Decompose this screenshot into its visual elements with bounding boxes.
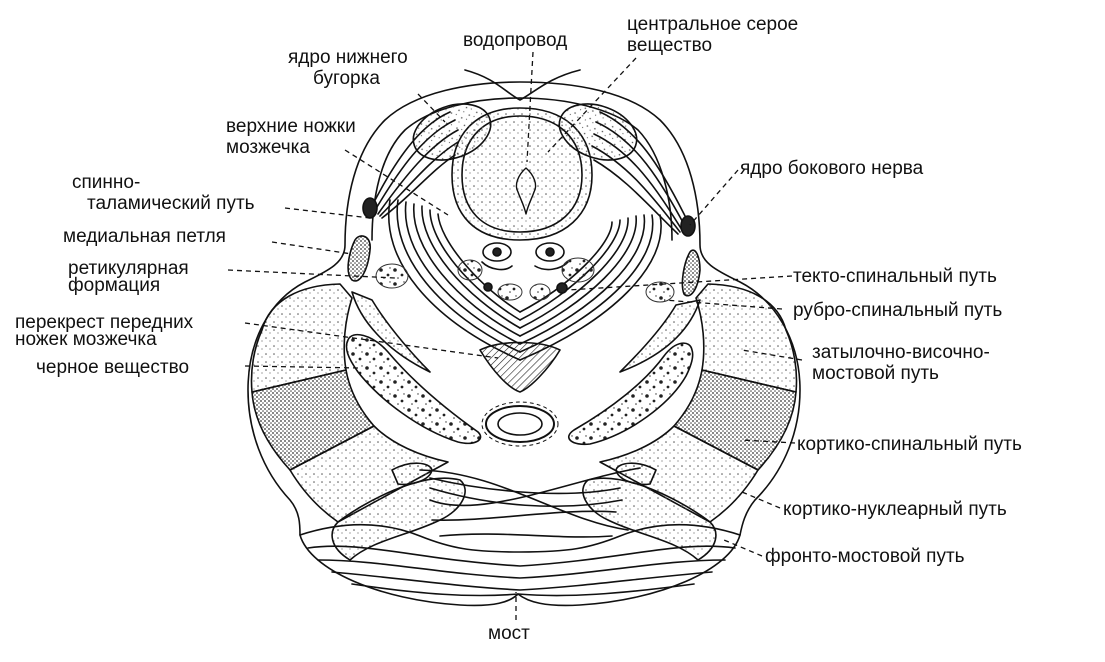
label-frontopontine-text: фронто-мостовой путь (765, 546, 965, 567)
label-decussation-line1: перекрест передних (15, 312, 194, 333)
label-inferior-colliculus-nucleus: ядро нижнего бугорка (288, 47, 408, 89)
substantia-nigra-left (345, 333, 482, 445)
label-aqueduct-text: водопровод (463, 30, 568, 51)
medial-lemniscus-left (347, 235, 371, 282)
peduncle-decussation (479, 341, 561, 393)
medial-lemniscus-right (681, 249, 701, 297)
label-medial-lemniscus-text: медиальная петля (63, 226, 226, 247)
label-tectospinal-text: текто-спинальный путь (793, 266, 997, 287)
label-frontopontine-tract: фронто-мостовой путь (765, 546, 965, 567)
pons-outline (299, 523, 741, 553)
occipitotemporal-right (695, 283, 798, 393)
label-corticonuclear-tract: кортико-нуклеарный путь (783, 499, 1007, 520)
lateral-nerve-nucleus-left (362, 197, 378, 219)
label-superior-cerebellar-peduncles: верхние ножки мозжечка (226, 116, 356, 158)
label-corticonuclear-text: кортико-нуклеарный путь (783, 499, 1007, 520)
label-medial-lemniscus: медиальная петля (63, 226, 226, 247)
substantia-nigra-right (568, 342, 694, 446)
label-reticular-line1: ретикулярная (68, 258, 189, 279)
occipitotemporal-left (250, 283, 353, 393)
label-occipitotemporal-pontine-tract: затылочно-височно- мостовой путь (812, 342, 990, 384)
label-central-gray-line1: центральное серое (627, 14, 799, 35)
label-occipitotemporal-line2: мостовой путь (812, 363, 939, 384)
label-decussation-line2: ножек мозжечка (15, 329, 157, 350)
corticonuclear-right (599, 425, 759, 523)
label-spinothalamic-line1: спинно- (72, 172, 141, 193)
label-pons: мост (488, 623, 530, 644)
lateral-nerve-nucleus-right (680, 215, 696, 237)
label-central-gray: центральное серое вещество (627, 14, 798, 56)
aqueduct-lumen (515, 167, 537, 215)
corticonuclear-left (289, 425, 449, 523)
label-corticospinal-tract: кортико-спинальный путь (797, 434, 1022, 455)
label-rubrospinal-text: рубро-спинальный путь (793, 300, 1003, 321)
label-reticular-formation: ретикулярная формация (68, 258, 189, 296)
label-inferior-colliculus-line2: бугорка (313, 68, 380, 89)
label-inferior-colliculus-line1: ядро нижнего (288, 47, 408, 68)
label-superior-peduncles-line1: верхние ножки (226, 116, 356, 137)
label-lateral-nerve-nucleus: ядро бокового нерва (740, 158, 923, 179)
label-occipitotemporal-line1: затылочно-височно- (812, 342, 990, 363)
inferior-colliculus-right (558, 103, 638, 161)
label-corticospinal-text: кортико-спинальный путь (797, 434, 1022, 455)
label-substantia-nigra: черное вещество (36, 357, 189, 378)
label-rubrospinal-tract: рубро-спинальный путь (793, 300, 1002, 321)
label-aqueduct: водопровод (463, 30, 567, 51)
label-pons-text: мост (488, 623, 530, 644)
label-tectospinal-tract: текто-спинальный путь (793, 266, 997, 287)
label-reticular-line2: формация (68, 275, 161, 296)
label-superior-peduncles-line2: мозжечка (226, 137, 310, 158)
label-peduncle-decussation: перекрест передних ножек мозжечка (15, 312, 193, 350)
label-substantia-nigra-text: черное вещество (36, 357, 190, 378)
label-spinothalamic-line2: таламический путь (87, 193, 255, 214)
label-lateral-nerve-text: ядро бокового нерва (740, 158, 924, 179)
midline-ring (485, 405, 555, 443)
label-central-gray-line2: вещество (627, 35, 713, 56)
inferior-colliculus-left (412, 103, 492, 161)
label-spinothalamic-tract: спинно- таламический путь (72, 172, 255, 214)
